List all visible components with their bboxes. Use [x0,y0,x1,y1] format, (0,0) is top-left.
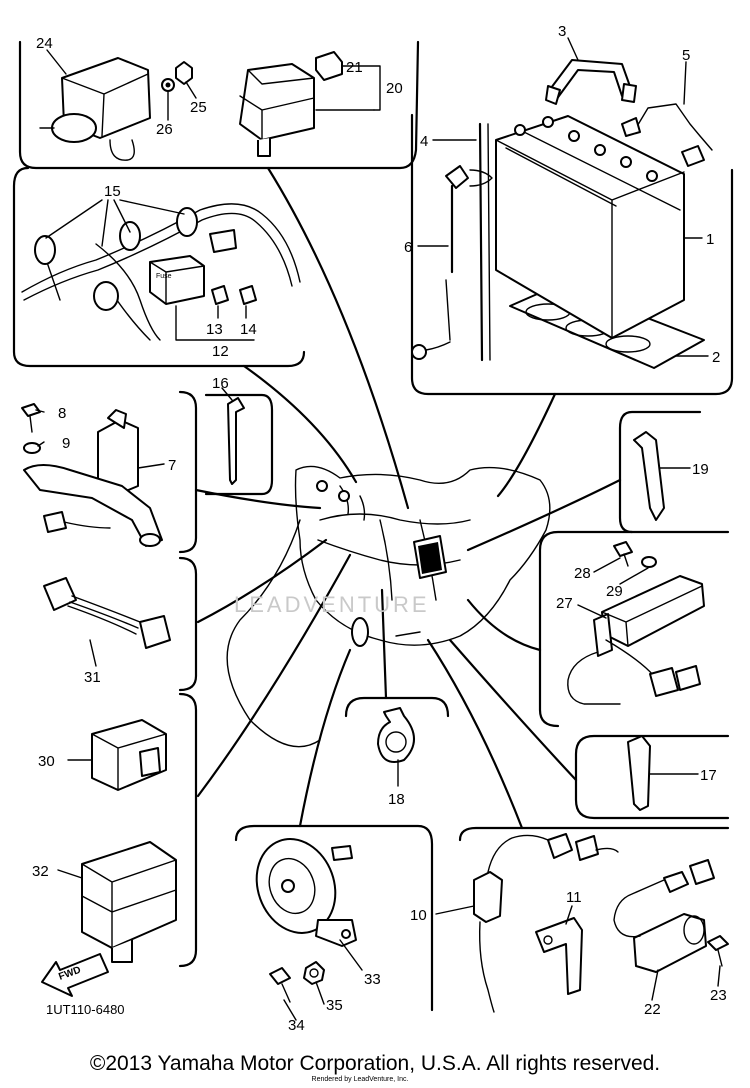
label-part-31: 31 [84,669,101,686]
battery-band-3 [545,59,637,105]
label-part-13: 13 [206,321,223,338]
label-part-21: 21 [346,59,363,76]
label-part-4: 4 [420,133,428,150]
washer-26 [161,78,175,92]
label-part-23: 23 [710,987,727,1004]
left-bracket-group-b [178,556,198,692]
label-part-14: 14 [240,321,257,338]
label-part-32: 32 [32,863,49,880]
ignitor-unit-27 [567,575,705,705]
label-part-7: 7 [168,457,176,474]
fuse-box-12 [149,255,205,305]
bolt-8 [21,403,41,433]
label-part-33: 33 [364,971,381,988]
label-part-10: 10 [410,907,427,924]
fuse-14 [239,285,257,305]
label-part-3: 3 [558,23,566,40]
label-part-2: 2 [712,349,720,366]
fwd-arrow [41,953,109,997]
washer-9 [23,442,41,454]
battery-group-border [410,113,734,396]
label-part-9: 9 [62,435,70,452]
bottom-right-group-border [458,826,730,842]
fuse-box-text: Fuse [156,273,172,280]
bolt-34 [269,967,291,1003]
condenser-22 [613,859,715,973]
watermark: LEADVENTURE [234,592,430,617]
main-switch-7 [23,409,163,547]
horn-group-border [234,824,434,1012]
left-bracket-group-c [178,692,198,968]
nut-25 [175,61,193,85]
left-bracket-group-a [178,390,198,554]
cable-tie-16 [227,397,245,485]
top-left-group-border [18,40,420,170]
wire-harness-section [21,203,301,341]
cable-tie-19 [633,431,665,521]
label-part-22: 22 [644,1001,661,1018]
copyright-notice: ©2013 Yamaha Motor Corporation, U.S.A. A… [90,1052,660,1075]
relay-unit-32 [81,841,177,963]
label-part-8: 8 [58,405,66,422]
diagram-code: 1UT110-6480 [46,1002,125,1017]
label-part-25: 25 [190,99,207,116]
bolt-23 [707,935,729,967]
ignition-coil-24 [39,57,151,161]
label-part-18: 18 [388,791,405,808]
bracket-17 [574,734,730,820]
relay-30 [91,719,167,791]
label-part-35: 35 [326,997,343,1014]
label-part-6: 6 [404,239,412,256]
bracket-11 [535,917,583,995]
label-part-20: 20 [386,80,403,97]
battery-1 [495,115,685,339]
sub-wire-harness-31 [43,577,171,649]
label-part-11: 11 [566,889,582,906]
breather-pipe-4 [469,122,493,362]
label-part-17: 17 [700,767,717,784]
connector-curves [194,166,622,830]
bracket-27-group [538,530,730,728]
nut-35 [303,961,325,985]
label-part-16: 16 [212,375,229,392]
relay-20 [239,63,315,157]
fuse-21 [315,51,343,81]
fuse-13 [211,285,229,305]
label-part-34: 34 [288,1017,305,1034]
wire-harness-group-border [12,166,306,368]
label-part-24: 24 [36,35,53,52]
rendered-by-note: Rendered by LeadVenture, Inc. [312,1076,409,1083]
label-part-19: 19 [692,461,709,478]
horn-33 [255,838,357,947]
bracket-19 [618,410,702,534]
battery-lead-5 [621,103,713,167]
label-part-5: 5 [682,47,690,64]
label-part-28: 28 [574,565,591,582]
label-part-1: 1 [706,231,714,248]
label-part-30: 30 [38,753,55,770]
bracket-16 [204,393,274,496]
label-part-27: 27 [556,595,573,612]
neutral-switch-10 [473,833,619,1013]
battery-lead-6 [411,165,469,360]
bracket-18 [344,696,450,718]
bolt-28 [613,541,633,567]
part-labels: 24 25 26 21 20 3 5 4 6 1 2 15 13 14 12 1… [32,23,727,1034]
label-part-26: 26 [156,121,173,138]
label-part-29: 29 [606,583,623,600]
leader-lines [35,37,721,1021]
washer-29 [641,556,657,568]
cable-tie-17 [627,735,651,811]
frame-assembly [294,465,551,647]
clamp-18 [377,707,415,763]
section-borders [12,40,734,1012]
label-part-15: 15 [104,183,121,200]
label-part-12: 12 [212,343,229,360]
